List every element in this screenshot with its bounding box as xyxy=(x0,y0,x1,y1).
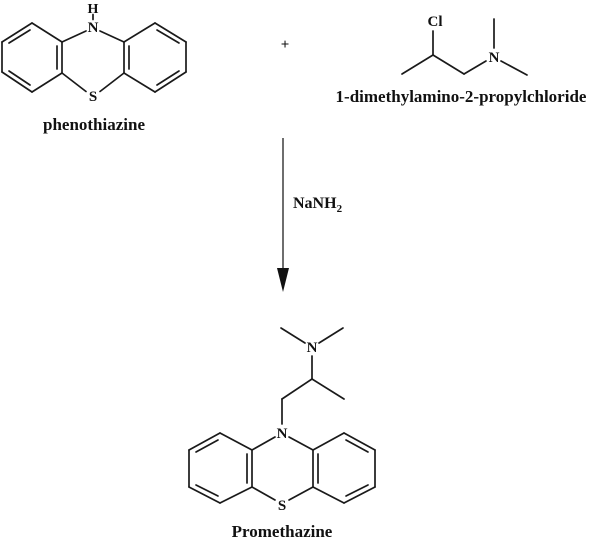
double-bond-inner xyxy=(195,439,219,453)
bond xyxy=(61,72,87,93)
double-bond-inner xyxy=(345,439,369,453)
bond xyxy=(188,432,221,451)
phenothiazine-structure: H N S phenothiazine xyxy=(1,2,187,134)
double-bond-inner xyxy=(156,70,180,86)
bond xyxy=(61,30,87,43)
bond xyxy=(318,327,344,344)
reactant1-name: phenothiazine xyxy=(43,115,145,134)
bond xyxy=(219,432,253,451)
propylchloride-structure: Cl N 1-dimethylamino-2-propylchloride xyxy=(336,14,587,106)
reagent-text: NaNH xyxy=(293,195,337,212)
plus-sign: + xyxy=(281,37,290,53)
sulfur-atom-label: S xyxy=(89,89,97,105)
bond xyxy=(219,486,253,504)
nitrogen-atom-label: N xyxy=(88,20,99,36)
bond xyxy=(1,22,33,43)
double-bond-inner xyxy=(8,70,31,86)
bond xyxy=(432,54,465,75)
bond xyxy=(31,22,63,43)
bond xyxy=(1,71,33,93)
bond xyxy=(154,71,187,93)
bond xyxy=(99,72,125,93)
chlorine-atom-label: Cl xyxy=(428,14,443,30)
bond xyxy=(343,486,376,504)
double-bond-inner xyxy=(8,29,31,44)
sulfur-atom-label: S xyxy=(278,498,286,514)
bond xyxy=(312,432,345,451)
hydrogen-atom-label: H xyxy=(88,2,99,17)
bond xyxy=(288,486,314,501)
reagent-label: NaNH2 xyxy=(293,195,343,215)
bond xyxy=(251,486,276,501)
product-name: Promethazine xyxy=(232,522,333,541)
reagent-subscript: 2 xyxy=(337,203,343,215)
promethazine-structure: N N S Promethazine xyxy=(188,327,376,541)
nitrogen-atom-label: N xyxy=(489,50,500,66)
bond xyxy=(343,432,376,451)
bond xyxy=(500,60,528,76)
bond xyxy=(188,486,221,504)
double-bond-inner xyxy=(195,484,219,497)
bond xyxy=(123,72,156,93)
bond xyxy=(31,72,63,93)
bond xyxy=(281,378,313,400)
bond xyxy=(99,30,125,43)
bond xyxy=(401,54,434,75)
bond xyxy=(280,327,306,344)
amine-nitrogen-atom-label: N xyxy=(307,340,318,356)
bond xyxy=(123,22,156,43)
bond xyxy=(288,436,314,451)
double-bond-inner xyxy=(156,29,180,44)
double-bond-inner xyxy=(345,484,369,497)
reaction-arrow: NaNH2 xyxy=(277,138,343,292)
bond xyxy=(463,60,487,75)
bond xyxy=(154,22,187,43)
bond xyxy=(311,378,345,400)
reactant2-name: 1-dimethylamino-2-propylchloride xyxy=(336,87,587,106)
ring-nitrogen-atom-label: N xyxy=(277,426,288,442)
bond xyxy=(251,436,276,451)
bond xyxy=(312,486,345,504)
arrow-head xyxy=(277,268,289,292)
